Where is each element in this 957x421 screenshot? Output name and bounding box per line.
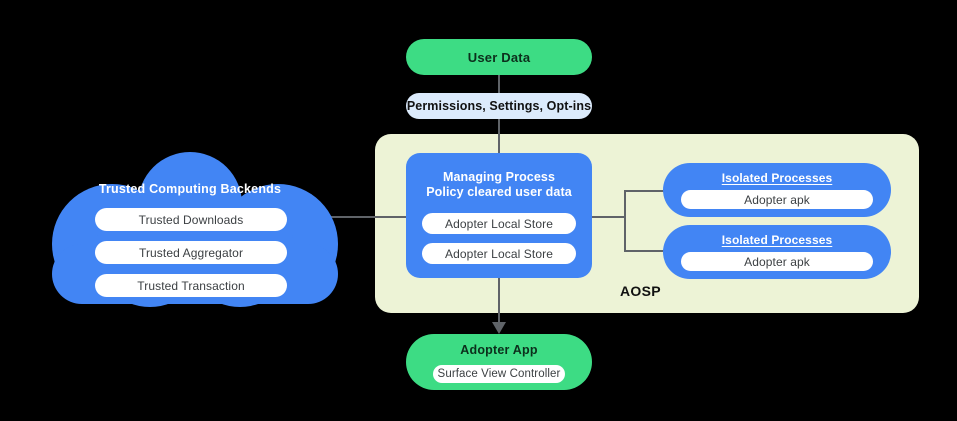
trusted-aggregator-pill[interactable]: Trusted Aggregator <box>95 241 287 264</box>
trusted-computing-backends-cloud[interactable]: Trusted Computing Backends Trusted Downl… <box>40 152 350 307</box>
adopter-apk-1[interactable]: Adopter apk <box>681 190 873 209</box>
managing-process-node[interactable]: Managing Process Policy cleared user dat… <box>406 153 592 278</box>
isolated-processes-title-1[interactable]: Isolated Processes <box>721 171 833 185</box>
connector-branch-stem <box>592 216 625 218</box>
arrow-down-icon <box>492 322 506 334</box>
connector-branch-to-isolated-1 <box>624 190 664 192</box>
connector-userdata-to-permissions <box>498 75 500 93</box>
trusted-transaction-pill[interactable]: Trusted Transaction <box>95 274 287 297</box>
cloud-title: Trusted Computing Backends <box>98 182 282 196</box>
permissions-label: Permissions, Settings, Opt-ins <box>406 99 592 113</box>
user-data-label: User Data <box>467 49 531 65</box>
managing-process-title: Managing Process Policy cleared user dat… <box>426 170 572 199</box>
isolated-processes-node-1[interactable]: Isolated Processes Adopter apk <box>663 163 891 217</box>
surface-view-controller[interactable]: Surface View Controller <box>433 365 565 383</box>
permissions-settings-optins-node[interactable]: Permissions, Settings, Opt-ins <box>406 93 592 119</box>
connector-branch-to-isolated-2 <box>624 250 664 252</box>
trusted-downloads-pill[interactable]: Trusted Downloads <box>95 208 287 231</box>
adopter-local-store-1[interactable]: Adopter Local Store <box>422 213 576 234</box>
connector-cloud-to-managing-process <box>320 216 406 218</box>
adopter-local-store-2[interactable]: Adopter Local Store <box>422 243 576 264</box>
adopter-apk-2[interactable]: Adopter apk <box>681 252 873 271</box>
adopter-app-node[interactable]: Adopter App Surface View Controller <box>406 334 592 390</box>
aosp-label: AOSP <box>620 283 661 299</box>
connector-branch-vertical <box>624 190 626 252</box>
connector-managing-process-to-adopter-app <box>498 278 500 324</box>
connector-permissions-to-managing-process <box>498 119 500 153</box>
adopter-app-title: Adopter App <box>460 343 538 357</box>
isolated-processes-title-2[interactable]: Isolated Processes <box>721 233 833 247</box>
isolated-processes-node-2[interactable]: Isolated Processes Adopter apk <box>663 225 891 279</box>
user-data-node[interactable]: User Data <box>406 39 592 75</box>
